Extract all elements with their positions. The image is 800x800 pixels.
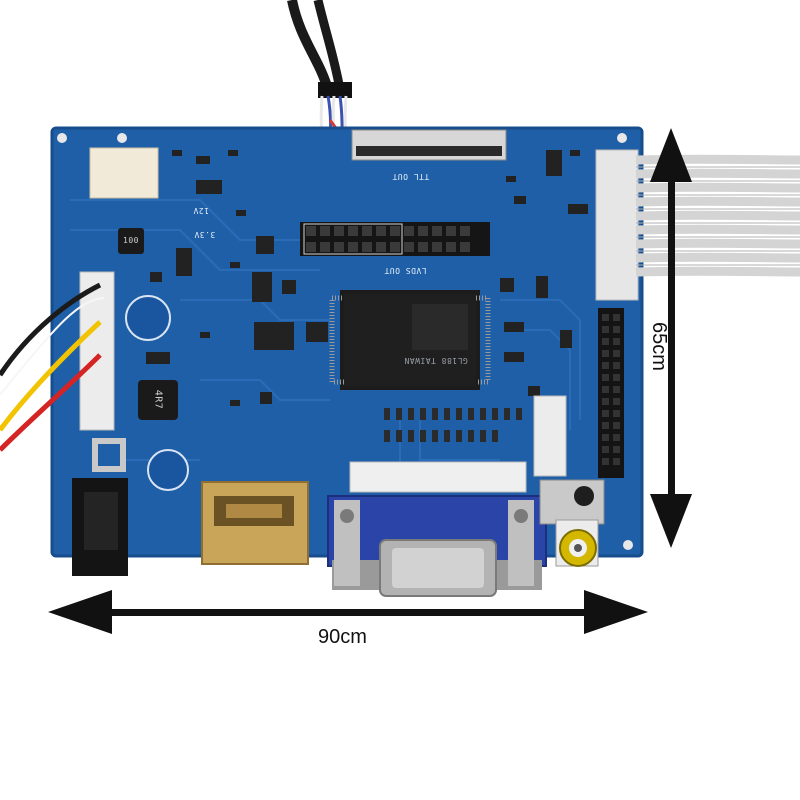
keypad-connector [533,395,567,477]
silkscreen-inductor-mid: 4R7 [152,389,164,410]
inductor-mid [138,380,178,420]
flat-cable-right [595,149,800,301]
mounting-hole [57,133,67,143]
height-dimension-label: 65cm [648,322,670,371]
mounting-hole [617,133,627,143]
silkscreen-inductor-top: 100 [123,236,139,245]
mounting-hole [117,133,127,143]
silkscreen-ttl-out: TTL OUT [392,172,430,181]
vga-port [327,495,547,597]
backlight-wires [0,282,105,452]
right-pin-header [598,308,624,478]
power-connector [89,147,159,199]
horizontal-dimension-arrow [48,590,648,634]
controller-board [50,126,644,558]
silkscreen-33v: 3.3V [194,230,216,239]
silkscreen-12v: 12V [193,206,209,215]
hdmi-port [201,481,309,565]
vertical-dimension-arrow [650,128,692,548]
rca-av-jack [539,479,605,567]
silkscreen-lvds-out: LVDS OUT [384,266,427,275]
inductor-top [118,228,144,254]
silkscreen-chip-marking: GL188 TAIWAN [404,356,468,365]
dc-power-jack [72,478,128,576]
width-dimension-label: 90cm [318,626,367,648]
mounting-hole [623,540,633,550]
